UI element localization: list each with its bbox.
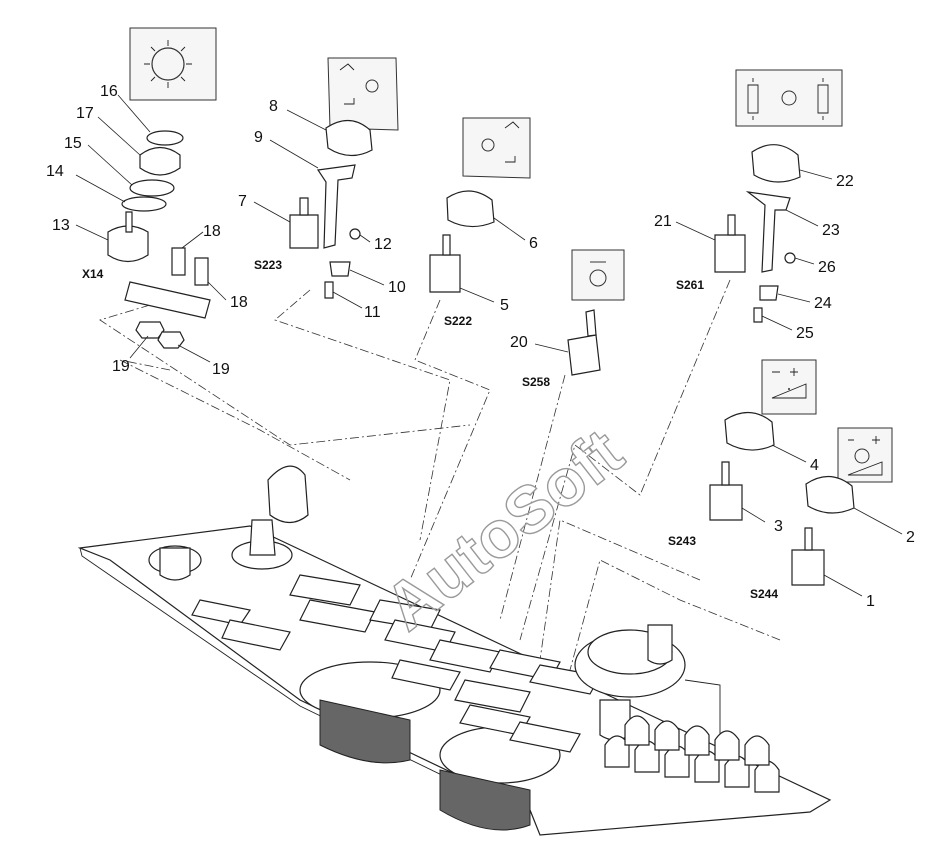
callout-1: 1 bbox=[866, 593, 875, 610]
callout-26: 26 bbox=[818, 259, 836, 276]
watermark-text: AutoSoft bbox=[371, 414, 636, 644]
callout-19b: 19 bbox=[212, 361, 230, 378]
nut-19b bbox=[157, 331, 185, 349]
callout-numbers: 1 2 3 4 5 6 7 8 9 10 11 12 13 14 15 16 1… bbox=[46, 83, 915, 610]
symbol-card-s261 bbox=[735, 69, 843, 127]
switch-s223 bbox=[289, 214, 319, 249]
callout-10: 10 bbox=[388, 279, 406, 296]
callout-4: 4 bbox=[810, 457, 819, 474]
switch-s261 bbox=[714, 234, 746, 273]
symbol-card-lighting bbox=[129, 27, 217, 101]
code-s261: S261 bbox=[676, 278, 704, 292]
callout-20: 20 bbox=[510, 334, 528, 351]
code-s244: S244 bbox=[750, 587, 778, 601]
potentiometer-13 bbox=[107, 225, 149, 263]
right-dial bbox=[574, 624, 721, 760]
callout-18b: 18 bbox=[230, 294, 248, 311]
screw-18b bbox=[194, 257, 209, 286]
code-s243: S243 bbox=[668, 534, 696, 548]
cover-2 bbox=[805, 475, 855, 514]
callout-19a: 19 bbox=[112, 358, 130, 375]
switch-s222 bbox=[429, 254, 461, 293]
symbol-card-s222 bbox=[462, 117, 531, 179]
callout-13: 13 bbox=[52, 217, 70, 234]
cover-4 bbox=[724, 411, 775, 451]
callout-9: 9 bbox=[254, 129, 263, 146]
symbol-card-s258 bbox=[571, 249, 625, 301]
screw-18a bbox=[171, 247, 186, 276]
switch-s244 bbox=[791, 549, 825, 586]
joystick bbox=[231, 465, 309, 570]
callout-17: 17 bbox=[76, 105, 94, 122]
cover-8 bbox=[325, 119, 373, 157]
switch-s258-group bbox=[567, 309, 601, 376]
speed-increase-icon bbox=[788, 388, 790, 390]
code-s258: S258 bbox=[522, 375, 550, 389]
code-s223: S223 bbox=[254, 258, 282, 272]
symbol-card-s243 bbox=[761, 359, 817, 415]
switch-s222-group bbox=[429, 190, 495, 293]
front-loader-icon bbox=[365, 79, 379, 93]
console-base-panel bbox=[77, 465, 832, 836]
left-rotary-knob bbox=[148, 545, 202, 581]
sun-dimmer-icon bbox=[151, 47, 185, 81]
symbol-card-s244 bbox=[837, 427, 893, 483]
symbol-card-s223 bbox=[327, 57, 399, 131]
screw-11 bbox=[324, 281, 334, 299]
callout-18a: 18 bbox=[203, 223, 221, 240]
cover-22 bbox=[751, 144, 801, 183]
rear-lift-icon bbox=[481, 138, 495, 152]
clip-10 bbox=[329, 261, 351, 277]
nut-26 bbox=[784, 252, 796, 264]
hydraulic-cylinder-icon bbox=[781, 90, 797, 106]
nut-12 bbox=[349, 228, 361, 240]
callout-2: 2 bbox=[906, 529, 915, 546]
callout-14: 14 bbox=[46, 163, 64, 180]
switch-s223-group bbox=[289, 119, 373, 299]
callout-15: 15 bbox=[64, 135, 82, 152]
screw-25 bbox=[753, 307, 763, 323]
callout-25: 25 bbox=[796, 325, 814, 342]
callout-6: 6 bbox=[529, 235, 538, 252]
leader-lines bbox=[75, 94, 903, 597]
dimmer-plate bbox=[124, 281, 211, 319]
code-s222: S222 bbox=[444, 314, 472, 328]
code-x14: X14 bbox=[82, 267, 104, 281]
hazard-icon bbox=[589, 269, 607, 287]
cover-6 bbox=[446, 190, 495, 228]
callout-21: 21 bbox=[654, 213, 672, 230]
potentiometer-x14-group bbox=[107, 130, 211, 349]
bracket-9 bbox=[316, 164, 356, 249]
cap-16 bbox=[146, 130, 184, 146]
nut-15 bbox=[129, 179, 175, 197]
callout-24: 24 bbox=[814, 295, 832, 312]
knob-17 bbox=[139, 146, 181, 176]
callout-5: 5 bbox=[500, 297, 509, 314]
switch-s261-group bbox=[714, 144, 801, 323]
nut-19a bbox=[135, 321, 165, 339]
washer-14 bbox=[121, 196, 167, 212]
clip-24 bbox=[759, 285, 779, 301]
callout-12: 12 bbox=[374, 236, 392, 253]
callout-11: 11 bbox=[364, 304, 381, 321]
callout-8: 8 bbox=[269, 98, 278, 115]
switch-s243-group bbox=[709, 411, 775, 521]
rocker-switch-bank bbox=[604, 715, 780, 793]
switch-s258 bbox=[567, 334, 601, 376]
component-codes: X14 S223 S222 S258 S261 S243 S244 bbox=[82, 258, 778, 601]
switch-s244-group bbox=[791, 475, 855, 586]
callout-23: 23 bbox=[822, 222, 840, 239]
speed-increase-icon bbox=[854, 448, 870, 464]
bracket-23 bbox=[745, 191, 791, 273]
callout-3: 3 bbox=[774, 518, 783, 535]
callout-22: 22 bbox=[836, 173, 854, 190]
assembly-lines bbox=[99, 279, 781, 671]
switch-plates bbox=[191, 574, 601, 753]
callout-16: 16 bbox=[100, 83, 118, 100]
switch-s243 bbox=[709, 484, 743, 521]
callout-7: 7 bbox=[238, 193, 247, 210]
